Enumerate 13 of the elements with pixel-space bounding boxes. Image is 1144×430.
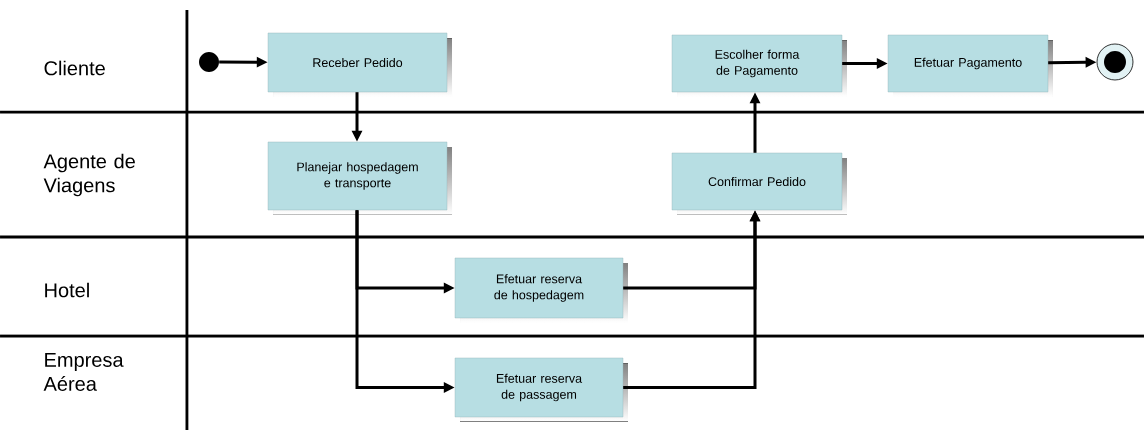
activity-box: Efetuar reserva de passagem	[454, 357, 628, 422]
activity-box: Planejar hospedagem e transporte	[267, 141, 452, 215]
lane-label: Hotel	[45, 282, 89, 298]
activity-box: Escolher forma de Pagamento	[671, 34, 847, 97]
lane-label: Agente de Viagens	[43, 153, 135, 197]
activity-box: Efetuar Pagamento	[887, 34, 1053, 97]
activity-box: Receber Pedido	[267, 32, 452, 97]
activity-box: Confirmar Pedido	[671, 152, 847, 215]
lane-label: Cliente	[44, 60, 105, 76]
lane-label: Empresa Aérea	[43, 353, 124, 391]
end-bullseye	[1096, 43, 1134, 81]
start-dot	[199, 52, 219, 72]
activity-box: Efetuar reserva de hospedagem	[454, 257, 628, 323]
